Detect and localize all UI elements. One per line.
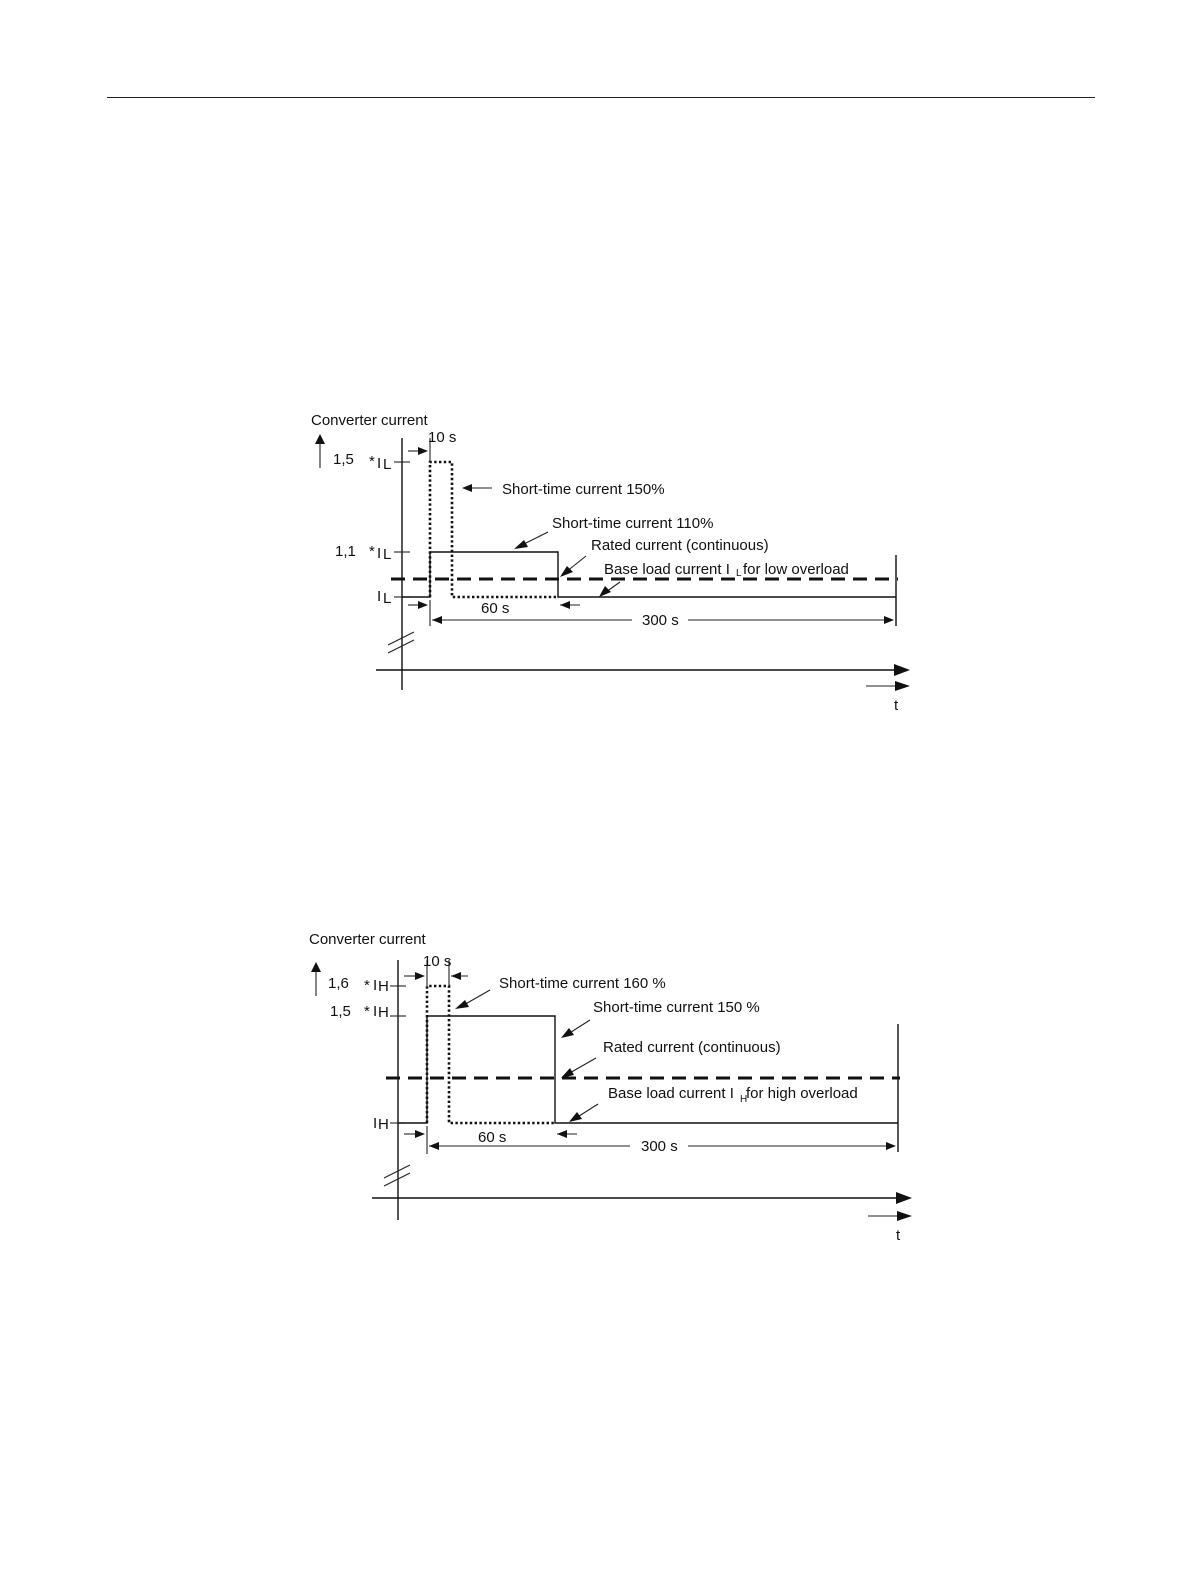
time-arrow-icon — [868, 1211, 912, 1221]
peak-pointer-arrow — [455, 989, 491, 1009]
time-10-label: 10 s — [428, 429, 456, 446]
y-label-150-sym: I — [373, 1003, 377, 1020]
time-60-label: 60 s — [481, 600, 509, 617]
mid-pointer-arrow — [514, 531, 549, 549]
base-label-sub: H — [740, 1094, 747, 1105]
time-60-label: 60 s — [478, 1129, 506, 1146]
y-label-110-prefix: 1,1 — [335, 543, 356, 560]
time-10-label: 10 s — [423, 953, 451, 970]
header-rule — [107, 97, 1095, 98]
rated-pointer-arrow — [560, 555, 587, 577]
high-overload-diagram: Converter current 1,6 * I H 1,5 * I H I … — [309, 931, 912, 1244]
dim-60s — [404, 1130, 577, 1138]
y-label-base-sym: I — [377, 588, 381, 605]
short-time-150-waveform — [398, 1015, 898, 1124]
up-arrow-icon — [315, 434, 325, 468]
y-label-110-sub: L — [383, 546, 391, 563]
y-label-150-mult: * — [369, 453, 375, 470]
axis-break-marks — [387, 631, 415, 654]
t-label: t — [896, 1227, 901, 1244]
y-label-150-prefix: 1,5 — [333, 451, 354, 468]
dim-10s — [404, 960, 468, 986]
base-label-sub: L — [736, 568, 742, 579]
x-axis — [376, 664, 910, 676]
rated-label: Rated current (continuous) — [591, 537, 769, 554]
y-label-150-sub: H — [378, 1004, 389, 1021]
up-arrow-icon — [311, 962, 321, 996]
y-label-150-prefix: 1,5 — [330, 1003, 351, 1020]
y-label-110-mult: * — [369, 543, 375, 560]
base-label-a: Base load current I — [604, 561, 730, 578]
base-label-b: for high overload — [746, 1085, 858, 1102]
y-label-150-sym: I — [377, 455, 381, 472]
base-label-b: for low overload — [743, 561, 849, 578]
mid-pointer-arrow — [561, 1019, 591, 1038]
dim-60s — [408, 601, 580, 609]
y-label-base-sub: L — [383, 590, 391, 607]
y-label-150-mult: * — [364, 1003, 370, 1020]
low-overload-diagram: Converter current 1,5 * I L 1,1 * I L I … — [311, 412, 910, 714]
time-300-label: 300 s — [641, 1138, 678, 1155]
y-label-150-sub: L — [383, 456, 391, 473]
peak-label: Short-time current 150% — [502, 481, 665, 498]
dim-10s — [408, 438, 431, 462]
mid-label: Short-time current 150 % — [593, 999, 760, 1016]
rated-pointer-arrow — [561, 1057, 597, 1078]
peak-pointer-arrow — [462, 484, 492, 492]
base-label-a: Base load current I — [608, 1085, 734, 1102]
y-label-160-sym: I — [373, 977, 377, 994]
time-300-label: 300 s — [642, 612, 679, 629]
y-label-base-sym: I — [373, 1115, 377, 1132]
dim-300s — [426, 1126, 896, 1154]
y-label-110-sym: I — [377, 545, 381, 562]
dim-300s — [429, 600, 894, 626]
y-label-160-sub: H — [378, 978, 389, 995]
short-time-160-waveform — [425, 984, 555, 1125]
y-label-160-prefix: 1,6 — [328, 975, 349, 992]
x-axis — [372, 1192, 912, 1204]
short-time-110-waveform — [402, 551, 896, 598]
peak-label: Short-time current 160 % — [499, 975, 666, 992]
t-label: t — [894, 697, 899, 714]
time-arrow-icon — [866, 681, 910, 691]
diagram-title: Converter current — [311, 412, 429, 429]
y-label-base-sub: H — [378, 1116, 389, 1133]
axis-break-marks — [383, 1164, 411, 1187]
mid-label: Short-time current 110% — [552, 515, 713, 532]
y-label-160-mult: * — [364, 977, 370, 994]
base-pointer-arrow — [599, 581, 621, 597]
short-time-150-waveform — [428, 460, 558, 599]
rated-label: Rated current (continuous) — [603, 1039, 781, 1056]
base-pointer-arrow — [569, 1103, 599, 1122]
diagram-title: Converter current — [309, 931, 427, 948]
